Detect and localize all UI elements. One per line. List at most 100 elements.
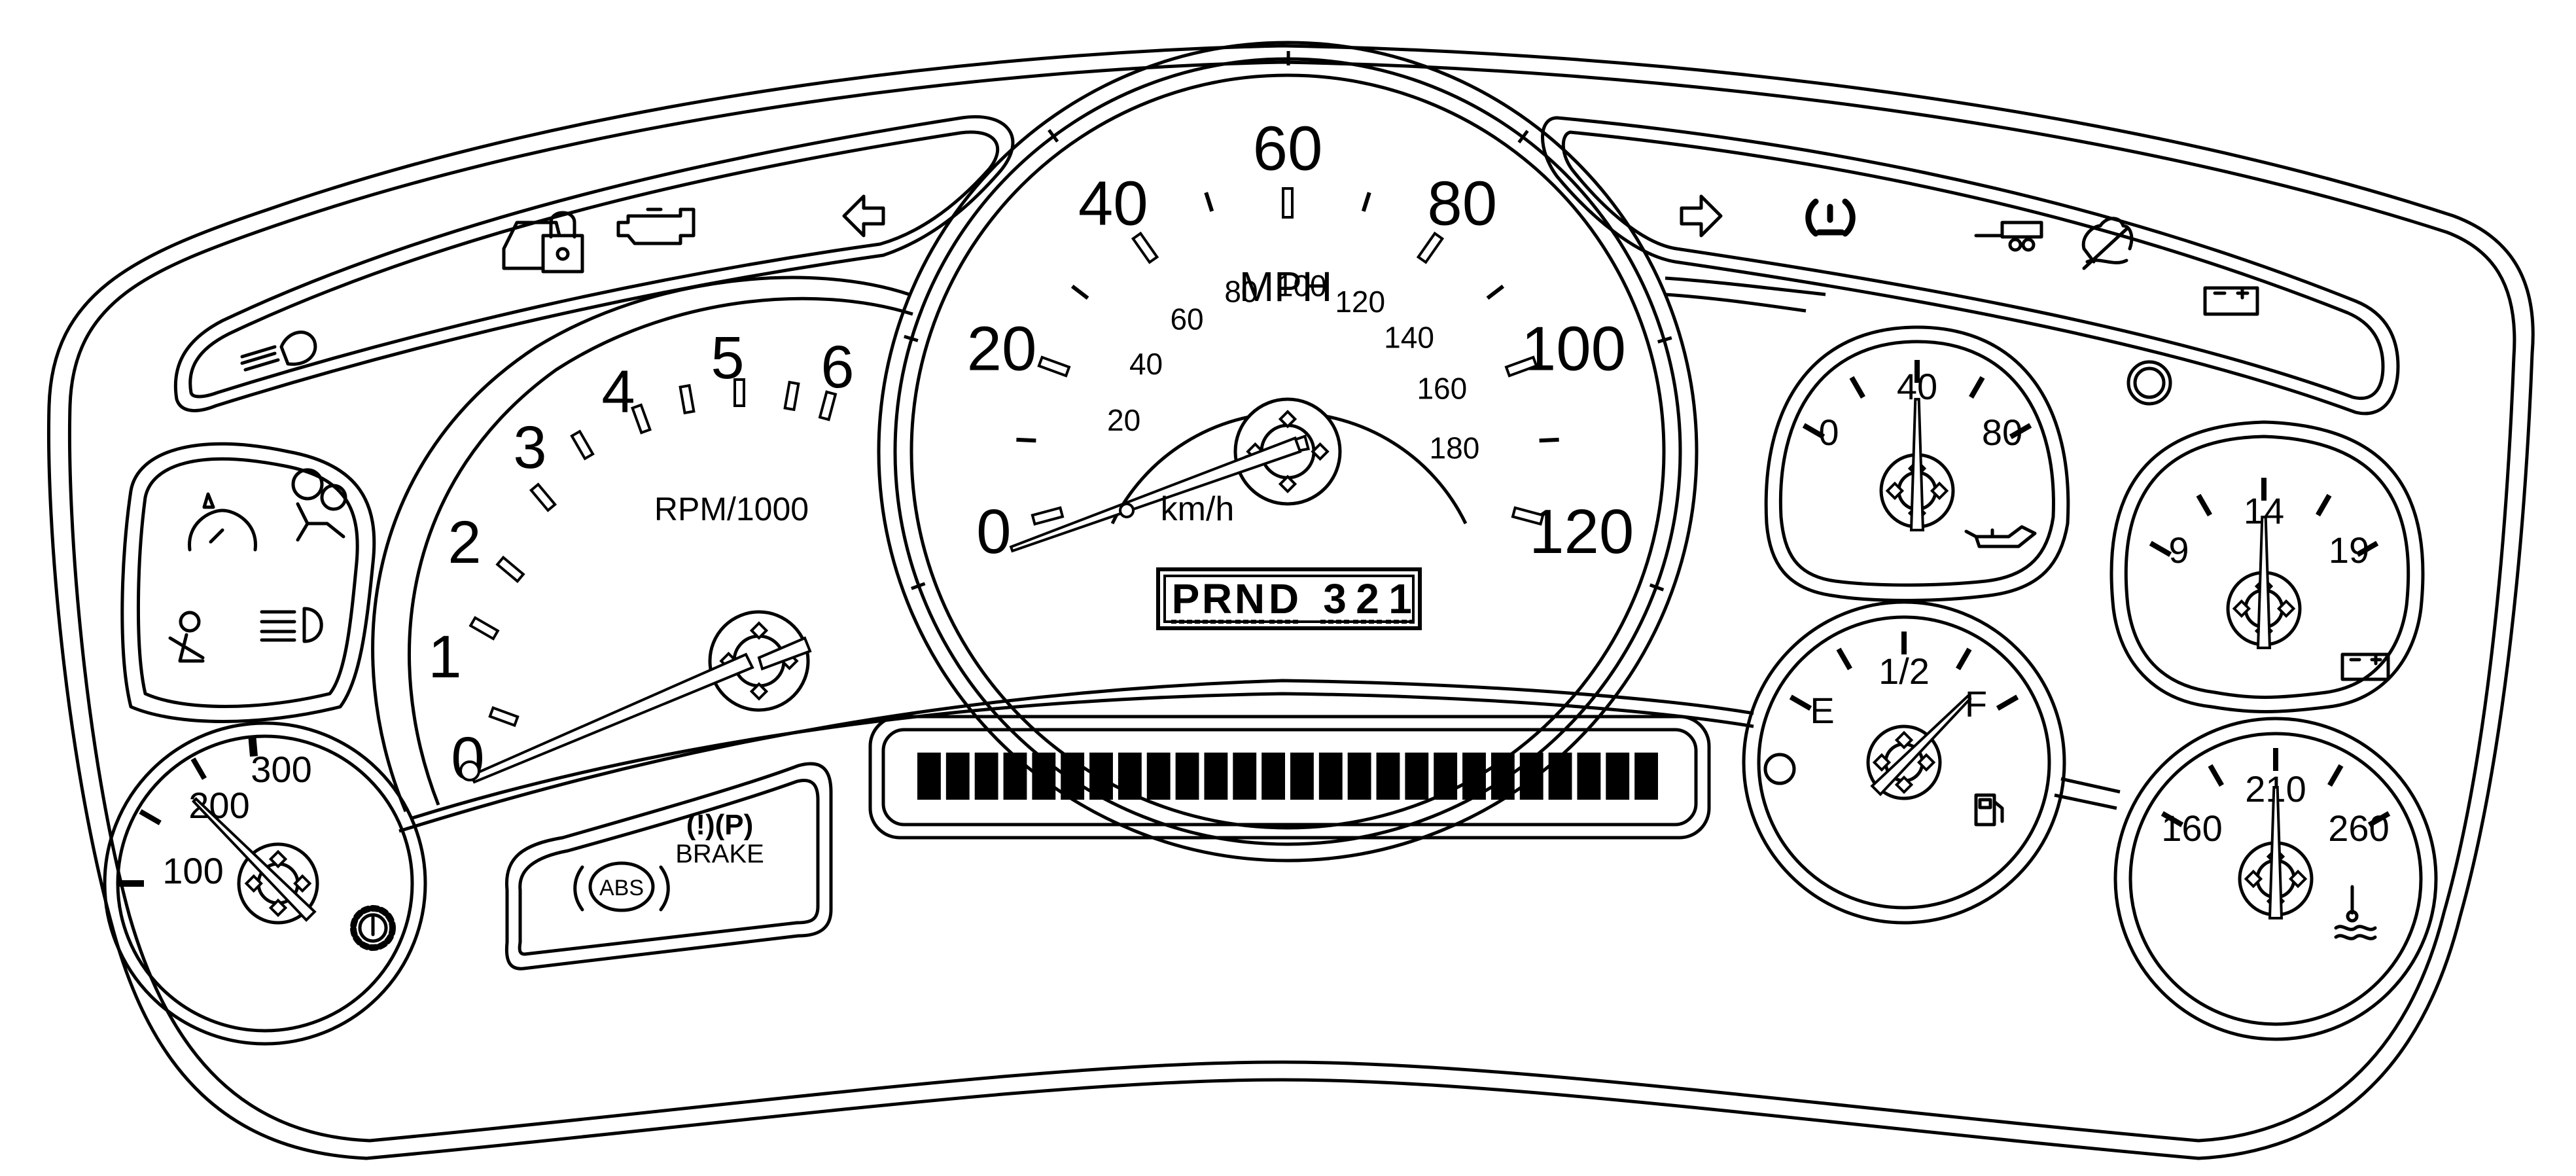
trans-temp-tick-label: 100 [162,850,223,891]
right-connector-band [2061,779,2120,792]
odometer-segment [1462,753,1486,800]
kmh-tick-label: 20 [1107,403,1140,437]
mph-major-tick [1032,508,1063,524]
kmh-tick-label: 40 [1129,347,1163,381]
fuel-gauge-tick-label: F [1965,683,1987,724]
kmh-tick-label: 180 [1430,431,1480,465]
odometer-segment [1061,753,1084,800]
mph-major-tick [1039,357,1069,376]
check-engine-icon [618,209,694,243]
fuel-pump-icon [1976,795,2002,825]
mph-minor-tick [1206,192,1212,211]
tachometer-tick [735,380,744,406]
dash-light-button-inner [2135,368,2164,397]
odometer-segment [1147,753,1171,800]
odometer-segment [1405,753,1428,800]
right-turn-arrow-icon [1682,196,1721,236]
prndl-letter: N [1235,575,1265,622]
tachometer-tick [785,382,799,410]
odometer-segment [1032,753,1055,800]
tachometer-tick [470,618,498,639]
mph-tick-label: 60 [1253,114,1323,184]
voltmeter-tick [2151,543,2170,555]
trans-temp-icon [353,908,393,948]
odometer-segment [1319,753,1343,800]
odometer-segment [1204,753,1227,800]
brake-symbols-label: (!)(P) [686,809,754,841]
coolant-icon [2336,887,2375,938]
coolant-gauge-tick-label: 260 [2328,808,2389,849]
mph-minor-tick [1487,286,1503,298]
headlamp-icon [262,609,321,641]
coolant-gauge-tick-label: 160 [2161,808,2222,849]
left-turn-arrow-icon [844,196,883,236]
fuel-gauge-tick [1791,697,1810,709]
mph-tick-label: 20 [967,314,1037,384]
odometer-segment [1434,753,1457,800]
abs-label: ABS [599,876,644,900]
tachometer-tick-label: 2 [448,509,481,576]
mph-tick-label: 80 [1427,169,1497,239]
oil-gauge-needle [1911,399,1923,530]
high-beam-icon [242,332,315,370]
odometer-segment [1176,753,1199,800]
mph-major-tick [1283,188,1292,217]
odometer-segment [946,753,970,800]
odometer-segment [1520,753,1544,800]
tachometer-needle-stop [461,762,479,780]
mph-tick-label: 40 [1078,169,1148,239]
tachometer-tick [531,484,555,510]
trans-temp-tick [252,737,254,757]
fuel-gauge-tick-label: 1/2 [1879,650,1930,692]
odometer-segment [1606,753,1629,800]
odometer-segment [1262,753,1285,800]
odometer-segment [1549,753,1572,800]
speedometer-needle-stop [1120,504,1133,517]
mph-minor-tick [1364,192,1369,211]
tachometer-tick-label: 0 [451,725,484,792]
kmh-tick-label: 160 [1417,372,1467,406]
odometer-segment [1491,753,1515,800]
airbag-icon [293,470,345,540]
right-connector-band-2 [2055,795,2117,808]
cruise-control-icon [190,494,256,550]
tachometer-tick [490,708,518,726]
coolant-gauge-tick [2210,766,2222,785]
fuel-gauge-tick [1958,649,1970,669]
seatbelt-icon [170,613,203,661]
trans-temp-tick [193,758,205,778]
tachometer-tick [572,431,593,459]
prndl-letter: R [1202,575,1232,622]
coolant-gauge-tick [2330,766,2342,785]
fuel-gauge-tick [1839,649,1850,669]
tachometer-tick [680,385,694,413]
kmh-unit-label: km/h [1161,490,1235,528]
trans-temp-tick-label: 300 [251,749,311,790]
mph-tick-label: 100 [1521,314,1626,384]
odometer-segment [1377,753,1400,800]
mph-minor-tick [1072,286,1088,298]
mph-tick-label: 120 [1529,497,1634,567]
prndl-letter: 3 [1323,575,1347,622]
odometer-segment [1118,753,1142,800]
odometer-segment [1089,753,1113,800]
prndl-letter: P [1172,575,1200,622]
speedometer-bezel-tick [904,336,918,340]
oil-gauge-tick [1852,378,1863,397]
prndl-letter: 2 [1356,575,1379,622]
mph-major-tick [1133,234,1157,262]
kmh-tick-label: 140 [1384,321,1434,355]
prndl-letter: 1 [1388,575,1412,622]
fuel-reset-dot [1765,755,1794,783]
fuel-gauge-tick [1998,697,2017,709]
voltmeter-tick-label: 9 [2168,529,2189,571]
oil-gauge-tick-label: 0 [1818,412,1839,453]
tachometer-unit-label: RPM/1000 [654,491,809,527]
kmh-tick-label: 60 [1170,302,1203,336]
odometer-segment [975,753,998,800]
speedo-to-oil-band-2 [1665,294,1806,311]
mph-tick-label: 0 [976,497,1011,567]
brake-label: BRAKE [675,840,764,868]
